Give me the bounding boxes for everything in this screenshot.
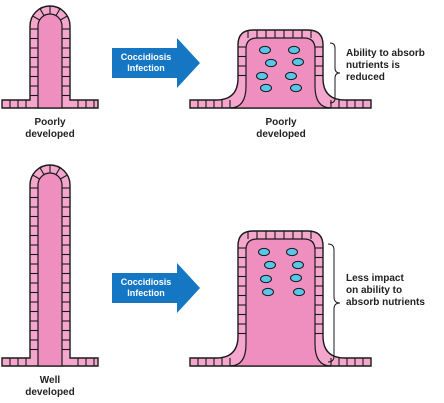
coccidia-parasites xyxy=(258,247,305,297)
coccidia-oocyst xyxy=(260,83,272,93)
villus-label: Well developed xyxy=(25,375,75,398)
coccidia-oocyst xyxy=(288,45,300,55)
coccidia-parasites xyxy=(256,45,304,93)
coccidia-oocyst xyxy=(290,273,302,283)
villus-core xyxy=(229,37,332,109)
coccidia-oocyst xyxy=(260,274,272,284)
villus-poorly-developed xyxy=(1,5,99,109)
villus-core xyxy=(229,238,332,367)
coccidia-oocyst xyxy=(265,58,277,68)
coccidia-oocyst xyxy=(262,287,274,297)
brace xyxy=(329,42,341,104)
absorption-note: Less impact on ability to absorb nutrien… xyxy=(346,273,425,308)
brace xyxy=(327,243,341,363)
coccidia-oocyst xyxy=(292,57,304,67)
coccidia-oocyst xyxy=(293,287,305,297)
infection-arrow xyxy=(112,38,200,88)
coccidia-oocyst xyxy=(285,71,297,81)
arrow-label: Coccidiosis Infection xyxy=(120,52,172,73)
coccidia-oocyst xyxy=(290,83,302,93)
villus-infected xyxy=(189,230,372,367)
villus-poorly-developed-infected xyxy=(189,29,372,109)
villus-well-developed xyxy=(1,164,99,367)
infection-arrow xyxy=(112,263,200,313)
coccidia-oocyst xyxy=(259,45,271,55)
coccidia-oocyst xyxy=(292,260,304,270)
villus-label: Poorly developed xyxy=(25,117,75,140)
absorption-note: Ability to absorb nutrients is reduced xyxy=(346,48,425,83)
coccidia-oocyst xyxy=(286,247,298,257)
villus-core xyxy=(37,13,63,109)
arrow-label: Coccidiosis Infection xyxy=(120,277,172,298)
villus-label: Poorly developed xyxy=(256,117,306,140)
coccidia-oocyst xyxy=(258,247,270,257)
villus-core xyxy=(37,172,63,367)
coccidia-oocyst xyxy=(256,71,268,81)
coccidia-oocyst xyxy=(264,260,276,270)
